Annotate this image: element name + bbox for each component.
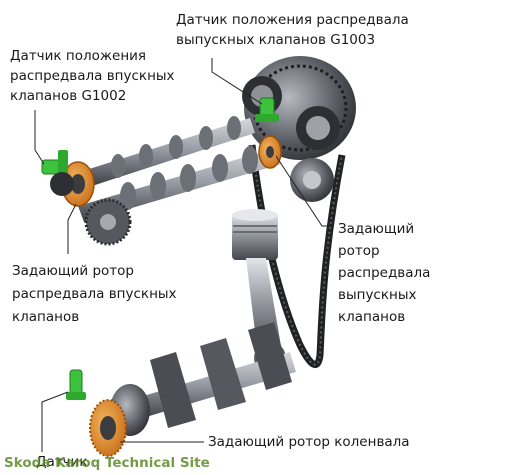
crankshaft bbox=[110, 322, 296, 436]
label-exhaust-camshaft-sensor: Датчик положения распредвала выпускных к… bbox=[176, 10, 409, 50]
label-line: клапанов bbox=[12, 309, 80, 325]
leader-intake-rotor bbox=[67, 203, 77, 254]
exhaust-camshaft-sensor-g1003 bbox=[255, 97, 279, 122]
label-line: ротор bbox=[338, 243, 380, 259]
label-line: распредвала впускных bbox=[10, 68, 175, 84]
intake-camshaft-gear bbox=[84, 198, 132, 246]
leader-lines bbox=[34, 58, 334, 452]
intake-camshaft-sensor-g1002 bbox=[41, 150, 74, 196]
label-line: Датчик bbox=[36, 454, 88, 470]
intake-camshaft bbox=[78, 146, 281, 222]
label-intake-camshaft-sensor: Датчик положения распредвала впускных кл… bbox=[10, 46, 175, 106]
label-line: Задающий bbox=[338, 221, 415, 237]
piston bbox=[232, 209, 278, 260]
label-crankshaft-sensor: Датчик bbox=[36, 452, 88, 472]
exhaust-camshaft-trigger-rotor bbox=[258, 135, 282, 169]
crankshaft-trigger-rotor bbox=[89, 399, 127, 457]
leader-g1003 bbox=[211, 58, 263, 105]
leader-exhaust-rotor bbox=[275, 155, 334, 227]
exhaust-camshaft bbox=[86, 116, 255, 186]
label-line: выпускных bbox=[338, 287, 417, 303]
leader-g1002 bbox=[34, 110, 45, 165]
intake-camshaft-trigger-rotor bbox=[61, 161, 95, 207]
label-line: Задающий ротор коленвала bbox=[208, 434, 410, 450]
camshaft-pulley-assembly bbox=[242, 56, 356, 160]
crankshaft-sensor bbox=[66, 369, 86, 400]
label-crankshaft-rotor: Задающий ротор коленвала bbox=[208, 432, 410, 452]
label-line: распредвала bbox=[338, 265, 431, 281]
watermark: Skoda Karoq Technical Site bbox=[4, 455, 210, 471]
tensioner-roller bbox=[290, 158, 334, 202]
label-line: Датчик положения bbox=[10, 48, 147, 64]
label-line: клапанов G1002 bbox=[10, 88, 127, 104]
label-intake-camshaft-rotor: Задающий ротор распредвала впускных клап… bbox=[12, 260, 177, 329]
label-line: распредвала впускных bbox=[12, 286, 177, 302]
label-line: выпускных клапанов G1003 bbox=[176, 32, 376, 48]
label-exhaust-camshaft-rotor: Задающий ротор распредвала выпускных кла… bbox=[338, 218, 430, 328]
label-line: клапанов bbox=[338, 309, 406, 325]
leader-crank-sensor bbox=[41, 391, 69, 452]
label-line: Задающий ротор bbox=[12, 263, 134, 279]
label-line: Датчик положения распредвала bbox=[176, 12, 409, 28]
